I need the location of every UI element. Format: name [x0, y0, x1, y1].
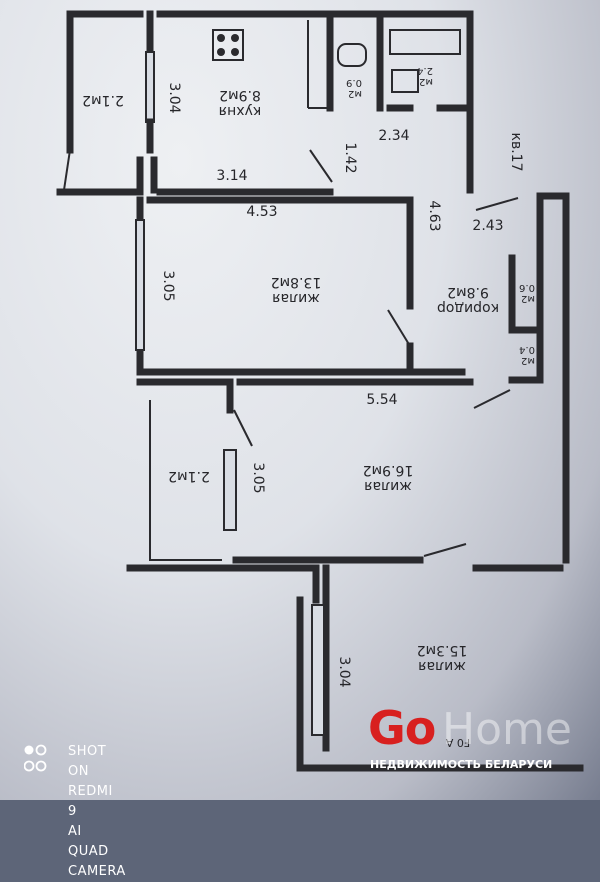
label-corridor: коридор 9.8м2	[437, 284, 499, 316]
wall-thin	[63, 149, 71, 191]
label-room2: жилая 16.9м2	[363, 462, 414, 494]
watermark-subtitle: НЕДВИЖИМОСТЬ БЕЛАРУСИ	[370, 758, 553, 771]
kitchen-name: кухня	[218, 103, 262, 119]
dim-1-42: 1.42	[342, 142, 358, 174]
label-closet2: м2 0.4	[519, 344, 535, 366]
room2-name: жилая	[364, 478, 412, 494]
door-room1	[387, 309, 411, 347]
room1-name: жилая	[272, 290, 320, 306]
label-bath: м2 2.4	[417, 65, 433, 87]
corridor-area: 9.8м2	[447, 284, 489, 300]
corridor-name: коридор	[436, 300, 500, 316]
dim-3-04-top: 3.04	[166, 82, 182, 114]
kitchen-area: 8.9м2	[219, 87, 261, 103]
kitchen-door	[309, 149, 333, 183]
wc-area: 0.9	[346, 77, 362, 88]
wc-unit: м2	[348, 88, 362, 99]
camera-line1: SHOT ON REDMI 9	[68, 744, 113, 819]
dim-5-54: 5.54	[366, 392, 398, 408]
wall-room1-top	[146, 196, 414, 310]
floor-plan	[56, 10, 584, 772]
door-room2	[233, 409, 253, 447]
room3-area: 15.3м2	[416, 642, 468, 658]
bath-unit: м2	[419, 76, 433, 87]
closet2-unit: м2	[521, 355, 535, 366]
dim-2-43: 2.43	[472, 218, 504, 234]
door-corridor-top	[475, 197, 519, 211]
window-room2	[223, 449, 237, 531]
bath-area: 2.4	[417, 65, 433, 76]
wc-wall	[307, 20, 330, 109]
door-room2-b	[423, 543, 467, 557]
label-balcony1-area: 2.1м2	[82, 92, 124, 108]
label-wc: м2 0.9	[346, 77, 362, 99]
balcony2-outline	[149, 400, 222, 561]
window-room1	[135, 219, 145, 351]
window-room3	[311, 604, 325, 736]
camera-dots-icon	[24, 744, 47, 772]
dim-3-05-a: 3.05	[160, 270, 176, 302]
closet1-unit: м2	[521, 293, 535, 304]
dim-4-53: 4.53	[246, 204, 278, 220]
wall-jamb	[136, 156, 158, 194]
door-corridor	[473, 389, 511, 409]
watermark-home: Home	[442, 704, 572, 755]
label-room3: жилая 15.3м2	[417, 642, 468, 674]
label-kitchen: кухня 8.9м2	[219, 87, 262, 119]
toilet	[337, 43, 367, 67]
dim-3-05-b: 3.05	[250, 462, 266, 494]
room2-area: 16.9м2	[362, 462, 414, 478]
watermark-go: Go	[368, 701, 436, 755]
window-kitchen	[145, 51, 155, 123]
wall-room3-top	[126, 564, 320, 604]
room1-area: 13.8м2	[270, 274, 322, 290]
label-closet1: м2 0.6	[519, 282, 535, 304]
label-balcony2-area: 2.1м2	[168, 468, 210, 484]
sink	[391, 69, 419, 93]
closet1-area: 0.6	[519, 282, 535, 293]
camera-line2: AI QUAD CAMERA	[68, 824, 126, 879]
stove	[212, 29, 244, 61]
wall-corridor-right	[536, 192, 570, 564]
bathtub	[389, 29, 461, 55]
label-apartment: кв.17	[508, 132, 524, 172]
dim-4-63: 4.63	[426, 200, 442, 232]
closet-walls	[508, 254, 544, 334]
label-room1: жилая 13.8м2	[271, 274, 322, 306]
dim-3-14: 3.14	[216, 168, 248, 184]
room3-name: жилая	[418, 658, 466, 674]
gohome-watermark: Go Home НЕДВИЖИМОСТЬ БЕЛАРУСИ	[368, 700, 588, 780]
dim-3-04-bottom: 3.04	[336, 656, 352, 688]
dim-2-34: 2.34	[378, 128, 410, 144]
closet2-area: 0.4	[519, 344, 535, 355]
closet-walls2	[508, 192, 544, 384]
